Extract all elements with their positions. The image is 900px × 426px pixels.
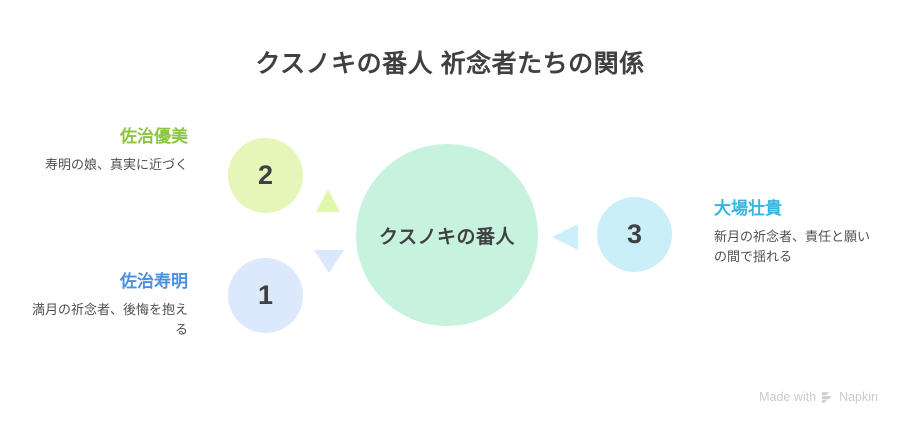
arrow-up-icon: [316, 189, 340, 212]
watermark: Made with Napkin: [759, 390, 878, 404]
node-label-description-oba: 新月の祈念者、責任と願いの間で揺れる: [714, 229, 871, 265]
node-label-title-oba: 大場壮貴: [714, 199, 782, 218]
watermark-brand: Napkin: [839, 390, 878, 404]
node-center-label: クスノキの番人: [379, 226, 515, 248]
node-circle-1[interactable]: 1: [228, 258, 303, 333]
arrow-down-icon: [314, 250, 344, 273]
page-title: クスノキの番人 祈念者たちの関係: [255, 50, 645, 78]
label-block-toshiaki: 佐治寿明 満月の祈念者、後悔を抱える: [28, 271, 188, 341]
label-block-yumi: 佐治優美 寿明の娘、真実に近づく: [28, 126, 188, 175]
node-number-1: 1: [257, 280, 274, 310]
node-circle-2[interactable]: 2: [228, 138, 303, 213]
node-number-2: 2: [257, 160, 274, 190]
watermark-prefix: Made with: [759, 390, 817, 404]
node-label-description-toshiaki: 満月の祈念者、後悔を抱える: [31, 302, 188, 338]
node-number-3: 3: [626, 219, 643, 249]
node-label-title-yumi: 佐治優美: [120, 127, 188, 146]
node-label-description-yumi: 寿明の娘、真実に近づく: [44, 157, 188, 173]
node-label-title-toshiaki: 佐治寿明: [120, 272, 188, 291]
node-circle-center[interactable]: クスノキの番人: [356, 144, 538, 326]
node-circle-3[interactable]: 3: [597, 197, 672, 272]
napkin-logo-icon: [821, 391, 834, 403]
label-block-oba: 大場壮貴 新月の祈念者、責任と願いの間で揺れる: [714, 198, 879, 268]
arrow-left-icon: [552, 224, 578, 250]
